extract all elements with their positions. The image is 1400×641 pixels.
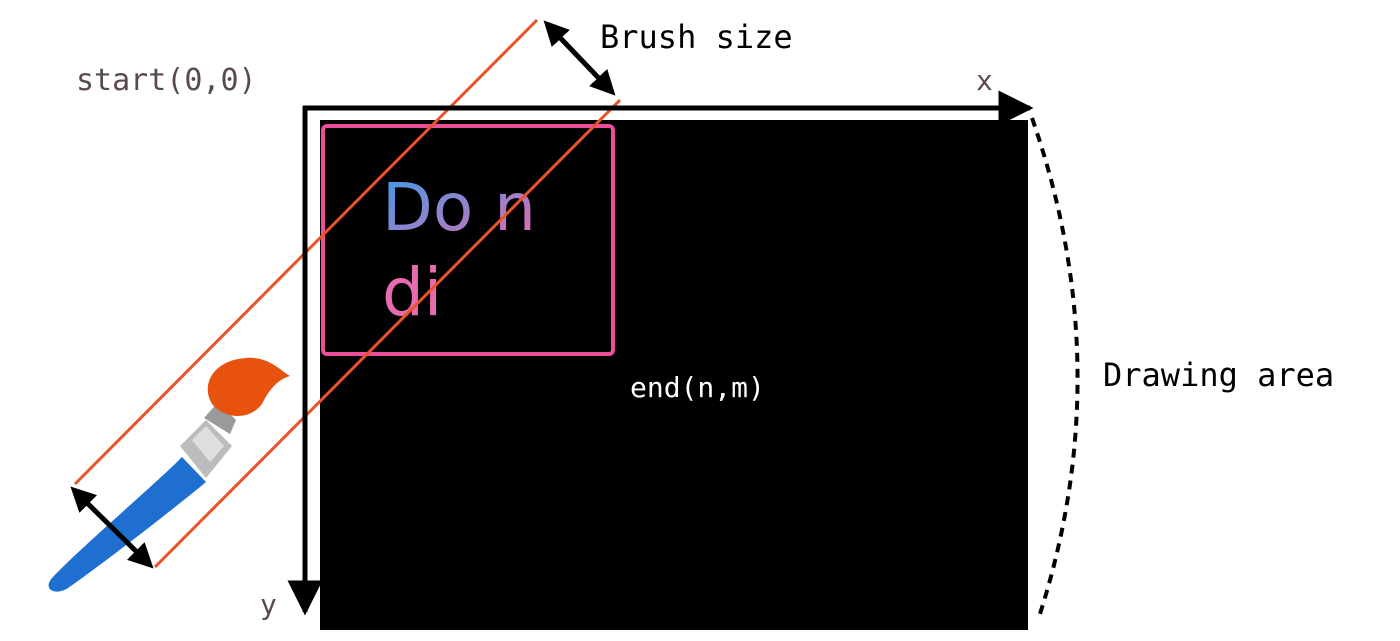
brush-width-arrow [70,486,154,569]
y-axis-label: y [260,588,277,621]
end-label: end(n,m) [630,371,765,404]
selection-box [321,124,615,356]
brush-size-arrow [543,20,616,96]
drawing-canvas [320,120,1028,630]
start-label: start(0,0) [76,63,257,98]
drawing-area-bracket [1030,117,1080,621]
drawing-area-label: Drawing area [1103,356,1334,394]
x-axis-label: x [976,64,993,97]
brush-size-label: Brush size [600,18,793,56]
stroke-text-line1: Do n [382,169,536,246]
stroke-text-line2: di [382,254,442,331]
brush-stroke-edge-lower [153,98,622,569]
